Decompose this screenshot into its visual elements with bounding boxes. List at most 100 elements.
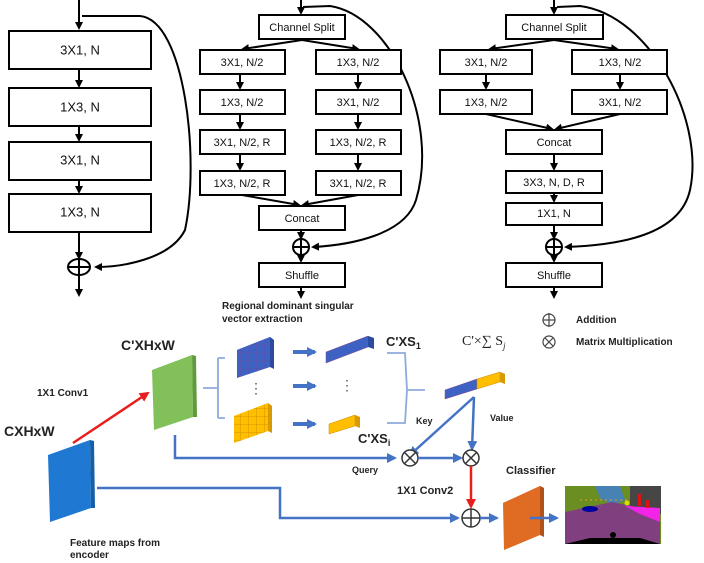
block-b-left-3: 3X1, N/2, R bbox=[199, 129, 286, 155]
layer-label: 1X1, N bbox=[537, 208, 571, 220]
vector-orange bbox=[328, 414, 360, 435]
query-label: Query bbox=[352, 465, 378, 475]
svg-text:C'XSi: C'XSi bbox=[358, 431, 390, 448]
region-grid-blue bbox=[237, 337, 274, 378]
label-text: C'XS bbox=[358, 431, 388, 446]
layer-label: 3X1, N/2, R bbox=[214, 137, 271, 149]
shuffle-label: Shuffle bbox=[537, 270, 571, 282]
conv1-label: 1X1 Conv1 bbox=[37, 388, 89, 399]
value-arrow bbox=[467, 396, 478, 451]
block-b: Channel Split 3X1, N/2 1X3, N/2 3X1, N/2… bbox=[199, 0, 424, 299]
layer-label: 1X3, N/2 bbox=[337, 57, 380, 69]
arrow bbox=[241, 39, 303, 53]
layer-label: 1X3, N/2, R bbox=[214, 178, 271, 190]
classifier-block bbox=[503, 486, 544, 550]
legend-addition-label: Addition bbox=[576, 315, 617, 326]
query-arrow bbox=[173, 435, 397, 463]
block-b-right-3: 1X3, N/2, R bbox=[315, 129, 402, 155]
concat-label: Concat bbox=[537, 137, 572, 149]
block-c-post-1: 3X3, N, D, R bbox=[505, 170, 603, 194]
block-c-left-2: 1X3, N/2 bbox=[439, 89, 533, 115]
classifier-label: Classifier bbox=[506, 465, 556, 477]
legend-mult-label: Matrix Multiplication bbox=[576, 337, 673, 348]
conv2-label: 1X1 Conv2 bbox=[397, 485, 453, 497]
block-b-left-1: 3X1, N/2 bbox=[199, 49, 286, 75]
matrix-multiply-icon bbox=[462, 449, 480, 467]
block-c-left-1: 3X1, N/2 bbox=[439, 49, 533, 75]
block-b-right-1: 1X3, N/2 bbox=[315, 49, 402, 75]
block-a-skip-connection bbox=[82, 15, 192, 271]
concatenated-vector bbox=[444, 371, 505, 400]
arrow bbox=[554, 113, 621, 132]
layer-label: 3X1, N/2 bbox=[337, 97, 380, 109]
layer-label: 1X3, N/2 bbox=[465, 97, 508, 109]
block-b-split-label: Channel Split bbox=[269, 22, 334, 34]
input-feature-map bbox=[48, 440, 95, 522]
block-a-layer-2: 1X3, N bbox=[8, 87, 152, 127]
formula-subscript: j bbox=[502, 341, 506, 351]
value-label: Value bbox=[490, 413, 514, 423]
svg-text:C'XS1: C'XS1 bbox=[386, 334, 421, 351]
addition-icon bbox=[67, 258, 91, 276]
block-b-left-2: 1X3, N/2 bbox=[199, 89, 286, 115]
legend-multiplication: Matrix Multiplication bbox=[542, 335, 673, 349]
layer-label: 1X3, N/2 bbox=[221, 97, 264, 109]
arrow bbox=[241, 194, 301, 208]
input-shape-label: CXHxW bbox=[4, 423, 55, 439]
reduced-shape-label: C'XHxW bbox=[121, 337, 176, 353]
block-c-skip-connection bbox=[556, 4, 694, 251]
ellipsis: ⋮ bbox=[249, 380, 263, 396]
shuffle-label: Shuffle bbox=[285, 270, 319, 282]
concat-label: Concat bbox=[285, 213, 320, 225]
layer-label: 3X3, N, D, R bbox=[523, 177, 585, 189]
layer-label: 3X1, N/2, R bbox=[330, 178, 387, 190]
addition-icon bbox=[461, 508, 481, 528]
extraction-title: vector extraction bbox=[222, 314, 303, 325]
block-b-skip-connection bbox=[302, 4, 424, 251]
arrow bbox=[553, 39, 619, 53]
label-subscript: i bbox=[388, 438, 391, 448]
block-b-right-4: 3X1, N/2, R bbox=[315, 170, 402, 196]
block-a-layer-4: 1X3, N bbox=[8, 193, 152, 233]
arrow bbox=[301, 194, 359, 208]
layer-label: 1X3, N/2, R bbox=[330, 137, 387, 149]
matrix-multiply-icon bbox=[401, 449, 419, 467]
block-b-shuffle: Shuffle bbox=[258, 262, 346, 288]
block-a: 3X1, N 1X3, N 3X1, N 1X3, N bbox=[8, 0, 192, 297]
key-label: Key bbox=[416, 416, 433, 426]
region-grid-orange bbox=[234, 403, 272, 443]
svg-text:C'×∑ Sj: C'×∑ Sj bbox=[462, 334, 506, 351]
block-a-layer-1-label: 3X1, N bbox=[60, 42, 100, 57]
layer-label: 3X1, N/2 bbox=[465, 57, 508, 69]
label-text: C'XS bbox=[386, 334, 416, 349]
arrow bbox=[485, 113, 554, 132]
attention-module: CXHxW Feature maps from encoder 1X1 Conv… bbox=[4, 301, 661, 561]
block-a-layer-3-label: 3X1, N bbox=[60, 152, 100, 167]
block-c-post-2: 1X1, N bbox=[505, 202, 603, 226]
legend-addition: Addition bbox=[542, 313, 617, 327]
layer-label: 1X3, N/2 bbox=[599, 57, 642, 69]
vector-top-label: C'XS1 bbox=[386, 334, 421, 351]
encoder-label: Feature maps from bbox=[70, 538, 160, 549]
vector-bottom-label: C'XSi bbox=[358, 431, 390, 448]
addition-icon bbox=[542, 313, 556, 327]
split-bracket bbox=[203, 357, 225, 419]
block-a-layer-2-label: 1X3, N bbox=[60, 99, 100, 114]
addition-icon bbox=[292, 238, 310, 256]
matrix-multiply-icon bbox=[542, 335, 556, 349]
vector-blue bbox=[325, 335, 374, 364]
block-c-channel-split: Channel Split bbox=[505, 14, 604, 40]
concat-formula: C'×∑ Sj bbox=[462, 334, 506, 351]
block-c-right-2: 3X1, N/2 bbox=[571, 89, 668, 115]
block-a-layer-1: 3X1, N bbox=[8, 30, 152, 70]
encoder-label: encoder bbox=[70, 550, 109, 561]
conv1-arrow bbox=[72, 391, 150, 445]
formula-text: C'×∑ S bbox=[462, 334, 503, 349]
extraction-title: Regional dominant singular bbox=[222, 301, 354, 312]
block-c-right-1: 1X3, N/2 bbox=[571, 49, 668, 75]
block-b-concat: Concat bbox=[258, 205, 346, 231]
segmentation-output-image bbox=[565, 486, 661, 544]
arrow bbox=[488, 39, 555, 53]
block-a-layer-4-label: 1X3, N bbox=[60, 204, 100, 219]
